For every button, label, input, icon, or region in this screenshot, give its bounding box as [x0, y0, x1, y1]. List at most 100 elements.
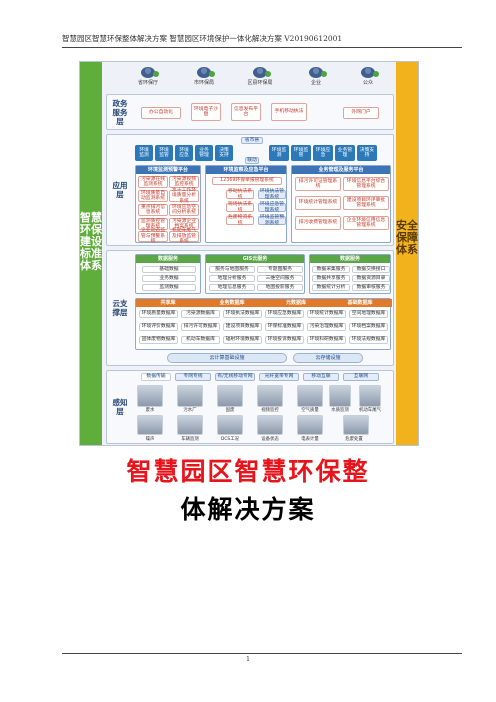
- db-group-title: 元数据库: [264, 299, 328, 307]
- gov-item: 外网门户: [343, 107, 379, 119]
- monitor-item: 污染源在线监测系统: [138, 176, 168, 188]
- device-photo: [177, 415, 203, 435]
- network-item: 移动互联: [303, 373, 339, 381]
- emergency-item: 环境应急管理系统: [258, 202, 286, 213]
- cloud-storage-infra: 云存储设施: [293, 353, 363, 363]
- monitor-item: 重点排污信息系统: [138, 204, 168, 216]
- monitor-item: 污染源视频监控系统: [169, 176, 199, 188]
- business-item: 排污许可证管理系统: [295, 177, 341, 191]
- emergency-item: 移动执法系统: [226, 189, 254, 200]
- app-top-item: 环境监管: [291, 145, 311, 161]
- db-item: 辐射环境数据库: [223, 336, 262, 344]
- emergency-item: 危废物流系统: [226, 215, 254, 226]
- business-item: 企业环境信用信息管理系统: [343, 216, 389, 230]
- app-top-item: 环境监管: [155, 145, 173, 161]
- layer-title: 感知层: [112, 398, 128, 416]
- db-item: 建设项目数据库: [223, 323, 262, 331]
- user-enterprise: 企业: [294, 67, 338, 89]
- data-service-panel: 数据服务 基础数据 业务数据 监测数据: [135, 254, 201, 294]
- db-item: 环境法规数据库: [349, 336, 388, 344]
- panel-title: GIS云服务: [206, 255, 304, 263]
- security-band: 安全保障体系: [396, 62, 418, 445]
- app-top-item: 决策支持: [215, 145, 233, 161]
- exchange-item: 数据审核服务: [352, 284, 390, 291]
- panel-title: 环境监测预警平台: [136, 166, 200, 174]
- db-item: 机动车数据库: [181, 336, 220, 344]
- monitor-item: 水十工作环境质量分析系统: [169, 188, 199, 204]
- exchange-item: 数据共享服务: [312, 275, 350, 282]
- network-item: 互联网: [343, 373, 379, 381]
- gis-item: 专题图服务: [257, 266, 303, 273]
- business-panel: 业务管理及服务平台 排污许可证管理系统 环境信息平台综合管理系统 环境统计管理系…: [291, 165, 391, 243]
- gov-item: 手机移动执法: [271, 103, 307, 121]
- db-item: 环境投诉数据库: [265, 336, 304, 344]
- document-title-line2: 体解决方案: [180, 495, 316, 524]
- monitor-item: 企业动态监管与预警系统: [138, 228, 168, 244]
- device-photo: [297, 385, 323, 407]
- db-item: 污染源数据库: [181, 310, 220, 318]
- db-group-title: 基础数据库: [328, 299, 392, 307]
- device-photo: [257, 385, 283, 407]
- db-item: 环境档案数据库: [349, 323, 388, 331]
- gov-item: 环境电子沙盘: [191, 103, 221, 121]
- db-item: 排污许可数据库: [181, 323, 220, 331]
- device-label: 电表计量: [301, 437, 319, 442]
- architecture-diagram: 智慧环保建设标准体系 安全保障体系 省环保厅 市环保局 区县环保局 企业 公众 …: [79, 61, 419, 446]
- device-photo: [177, 385, 203, 407]
- exchange-item: 数据资源目录: [352, 275, 390, 282]
- device-label: 水质监测: [331, 408, 349, 413]
- db-item: 环境应急数据库: [265, 310, 304, 318]
- db-item: 环保标准数据库: [265, 323, 304, 331]
- app-top-item: 业务管理: [195, 145, 213, 161]
- emergency-item: 环境监管预测系统: [258, 215, 286, 226]
- device-photo: [217, 415, 243, 435]
- db-group-title: 业务数据库: [200, 299, 264, 307]
- layer-title: 政务服务层: [112, 98, 128, 126]
- user-provincial: 省环保厅: [126, 67, 170, 89]
- monitor-item: 环境应急空间分析系统: [169, 204, 199, 216]
- device-photo: [359, 385, 381, 407]
- gis-item: 三维空间服务: [257, 275, 303, 282]
- device-label: 废水: [145, 408, 155, 413]
- user-icon: [253, 67, 271, 78]
- device-label: DCS工况: [220, 437, 239, 442]
- device-label: 空气质量: [301, 408, 319, 413]
- business-item: 环境统计管理系统: [295, 196, 341, 210]
- monitor-item: 监测质控管理系统: [138, 218, 168, 230]
- business-item: 环境信息平台综合管理系统: [343, 177, 389, 191]
- device-photo: [343, 415, 369, 435]
- gov-service-layer: 政务服务层 办公自动化 环境电子沙盘 信息发布平台 手机移动执法 外网门户: [106, 94, 394, 130]
- business-item: 排污收费管理系统: [295, 216, 341, 230]
- user-row: 省环保厅 市环保局 区县环保局 企业 公众: [106, 65, 394, 91]
- monitor-item: 污染源企业档案系统: [169, 218, 199, 230]
- db-item: 环境执法数据库: [223, 310, 262, 318]
- device-label: 污水厂: [183, 408, 197, 413]
- data-item: 基础数据: [142, 266, 196, 273]
- network-item: 有/无线移动专网: [215, 373, 255, 381]
- device-photo: [297, 415, 323, 435]
- emergency-item: 环境执法管理系统: [258, 189, 286, 200]
- device-photo: [137, 385, 163, 407]
- header-rule: [62, 47, 462, 48]
- page-number: 1: [246, 656, 250, 663]
- data-item: 业务数据: [142, 275, 196, 282]
- db-item: 空间地理数据库: [349, 310, 388, 318]
- device-label: 危废处置: [345, 437, 363, 442]
- document-title-line1: 智慧园区智慧环保整: [126, 457, 370, 486]
- app-top-item: 环境监测: [269, 145, 289, 161]
- emergency-item: 12369环保举报管理系统: [212, 177, 282, 185]
- app-top-item: 环境应急: [175, 145, 193, 161]
- emergency-panel: 环境监察及应急平台 12369环保举报管理系统 移动执法系统 环境执法管理系统 …: [205, 165, 287, 243]
- exchange-service-panel: 数据服务 数据采集服务 数据共享服务 数据统计分析 数据交换接口 数据资源目录 …: [309, 254, 391, 294]
- device-photo: [137, 415, 163, 435]
- data-item: 监测数据: [142, 284, 196, 291]
- monitor-item: 环境质量自动监测系统: [138, 190, 168, 202]
- monitor-panel: 环境监测预警平台 污染源在线监测系统 污染源视频监控系统 环境质量自动监测系统 …: [135, 165, 201, 244]
- gis-item: 服务与地图服务: [209, 266, 255, 273]
- panel-title: 数据服务: [136, 255, 200, 263]
- database-panel: 共享库 业务数据库 元数据库 基础数据库 环境质量数据库 污染源数据库 环境执法…: [135, 298, 392, 350]
- gis-item: 地理分析服务: [209, 275, 255, 282]
- db-item: 固体废物数据库: [139, 336, 178, 344]
- device-label: 机动车尾气: [359, 408, 381, 413]
- business-item: 建设项目环评审批管理系统: [343, 196, 389, 210]
